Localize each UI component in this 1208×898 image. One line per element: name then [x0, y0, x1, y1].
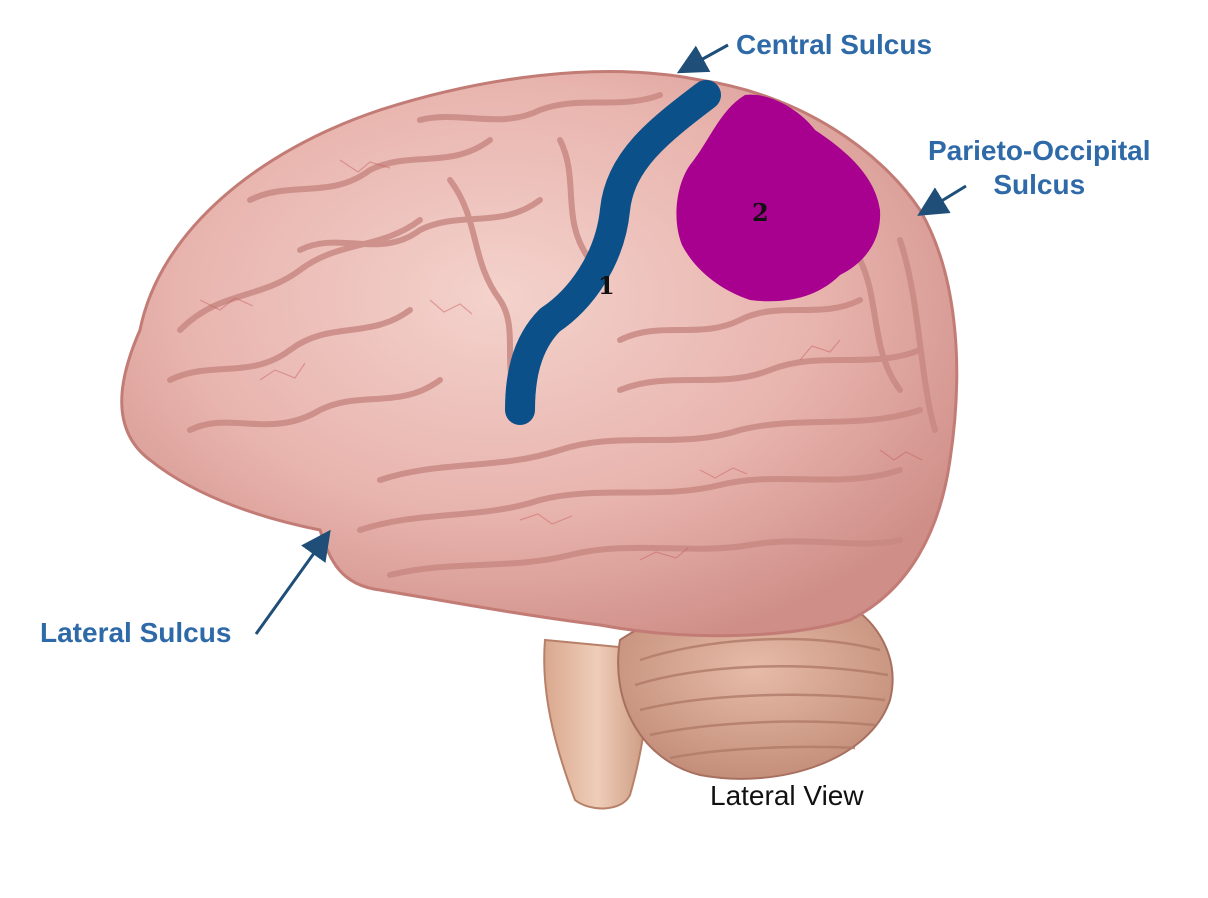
- cerebral-gyri: [167, 92, 938, 578]
- central-sulcus-label: Central Sulcus: [736, 29, 933, 60]
- central-sulcus-highlight: [505, 80, 721, 425]
- region-2-highlight: [676, 94, 881, 302]
- parieto-occipital-line2: Sulcus: [993, 169, 1086, 200]
- lateral-sulcus-label: Lateral Sulcus: [40, 617, 232, 648]
- marker-2: 2: [752, 198, 769, 227]
- parieto-occipital-line1: Parieto-Occipital: [928, 135, 1151, 166]
- parieto-occipital-sulcus-label: Parieto-Occipital Sulcus: [928, 134, 1151, 202]
- marker-1: 1: [598, 271, 615, 300]
- view-caption: Lateral View: [710, 780, 864, 811]
- surface-vessels: [199, 159, 923, 561]
- cerebellum-folia: [634, 637, 889, 760]
- parieto-occipital-arrow: [917, 184, 967, 216]
- central-sulcus-arrow: [676, 43, 729, 74]
- lateral-sulcus-arrow: [254, 529, 331, 635]
